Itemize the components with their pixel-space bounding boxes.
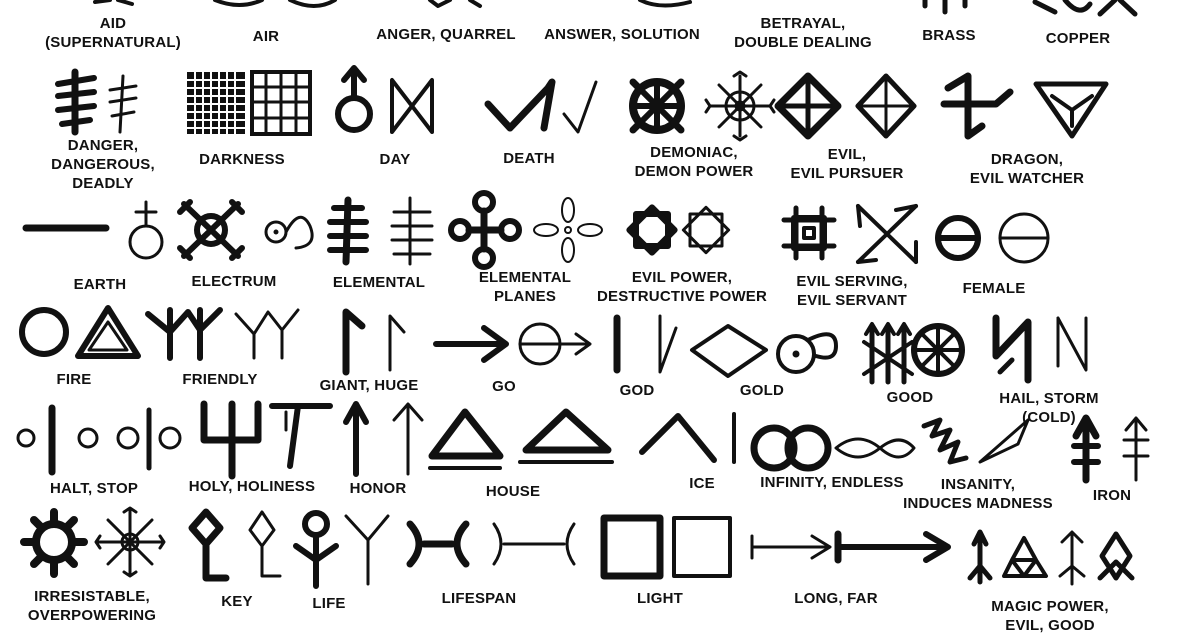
label-light: LIGHT [637, 590, 683, 607]
label-day: DAY [379, 151, 411, 168]
elemental-planes-glyph [448, 190, 603, 270]
brass-glyph [922, 0, 968, 15]
label-holy: HOLY, HOLINESS [188, 478, 316, 495]
label-iron: IRON [1092, 487, 1132, 504]
label-evil-power: EVIL POWER, DESTRUCTIVE POWER [596, 269, 768, 305]
label-anger: ANGER, QUARREL [376, 26, 516, 43]
house-glyph [428, 408, 614, 470]
label-copper: COPPER [1045, 30, 1111, 47]
fire-glyph [19, 305, 141, 359]
label-betrayal: BETRAYAL, DOUBLE DEALING [734, 15, 872, 51]
label-electrum: ELECTRUM [191, 273, 277, 290]
demon-wheel-glyph [629, 70, 776, 142]
day-glyph [335, 65, 434, 134]
electrum-glyph [177, 199, 314, 261]
life-glyph [293, 510, 390, 589]
death-glyph [484, 78, 598, 134]
label-ice: ICE [689, 475, 715, 492]
label-gold: GOLD [739, 382, 785, 399]
label-air: AIR [252, 28, 280, 45]
copper-glyph [1032, 0, 1138, 17]
anger-glyph [428, 0, 482, 8]
god-glyph [613, 314, 678, 374]
giant-glyph [342, 308, 406, 376]
hail-glyph [992, 314, 1088, 384]
aid-glyph [93, 0, 134, 6]
label-irresistable: IRRESISTABLE, OVERPOWERING [27, 588, 157, 624]
female-glyph [935, 212, 1050, 264]
label-god: GOD [619, 382, 655, 399]
label-female: FEMALE [962, 280, 1026, 297]
ice-glyph [639, 412, 736, 464]
label-halt: HALT, STOP [49, 480, 139, 497]
long-arrow-glyph [750, 530, 951, 564]
label-dragon: DRAGON, EVIL WATCHER [969, 151, 1085, 187]
label-elemental-planes: ELEMENTAL PLANES [478, 269, 572, 305]
evil-serving-glyph [781, 204, 918, 264]
evil-diamond-glyph [774, 72, 917, 140]
air-glyph [213, 0, 337, 8]
label-darkness: DARKNESS [199, 151, 285, 168]
label-infinity: INFINITY, ENDLESS [760, 474, 904, 491]
key-glyph [188, 508, 282, 582]
label-aid: AID (SUPERNATURAL) [45, 15, 181, 51]
gold-glyph [690, 324, 838, 378]
label-giant: GIANT, HUGE [319, 377, 419, 394]
label-insanity: INSANITY, INDUCES MADNESS [903, 476, 1053, 512]
holy-glyph [200, 400, 333, 480]
label-hail: HAIL, STORM (COLD) [999, 390, 1099, 426]
go-arrow-glyph [433, 322, 592, 366]
label-earth: EARTH [73, 276, 127, 293]
elemental-glyph [327, 196, 434, 266]
light-squares-glyph [600, 514, 732, 580]
label-go: GO [492, 378, 516, 395]
label-honor: HONOR [349, 480, 407, 497]
infinity-glyph [750, 424, 916, 472]
label-elemental: ELEMENTAL [332, 274, 426, 291]
label-evil: EVIL, EVIL PURSUER [790, 146, 904, 182]
label-death: DEATH [503, 150, 555, 167]
magic-glyph [967, 529, 1135, 586]
label-brass: BRASS [922, 27, 976, 44]
earth-glyph [22, 200, 164, 260]
dragon-glyph [940, 72, 1109, 140]
insanity-glyph [921, 417, 1030, 465]
label-magic: MAGIC POWER, EVIL, GOOD [991, 598, 1109, 634]
lifespan-glyph [406, 520, 576, 568]
halt-glyph [16, 404, 182, 476]
label-danger: DANGER, DANGEROUS, DEADLY [51, 137, 155, 192]
label-lifespan: LIFESPAN [441, 590, 517, 607]
honor-arrow-glyph [343, 401, 424, 477]
danger-glyph [55, 68, 138, 136]
label-evil-serving: EVIL SERVING, EVIL SERVANT [796, 273, 908, 309]
label-life: LIFE [312, 595, 346, 612]
label-answer: ANSWER, SOLUTION [544, 26, 700, 43]
label-long: LONG, FAR [794, 590, 878, 607]
answer-glyph [638, 0, 692, 8]
friendly-glyph [145, 307, 300, 361]
label-good: GOOD [886, 389, 934, 406]
good-glyph [862, 322, 965, 385]
darkness-glyph [187, 70, 312, 136]
label-fire: FIRE [56, 371, 92, 388]
iron-glyph [1071, 414, 1150, 484]
evil-power-glyph [626, 204, 731, 256]
label-friendly: FRIENDLY [182, 371, 258, 388]
label-demoniac: DEMONIAC, DEMON POWER [634, 144, 754, 180]
irresistable-glyph [20, 506, 166, 578]
label-key: KEY [221, 593, 253, 610]
label-house: HOUSE [485, 483, 541, 500]
